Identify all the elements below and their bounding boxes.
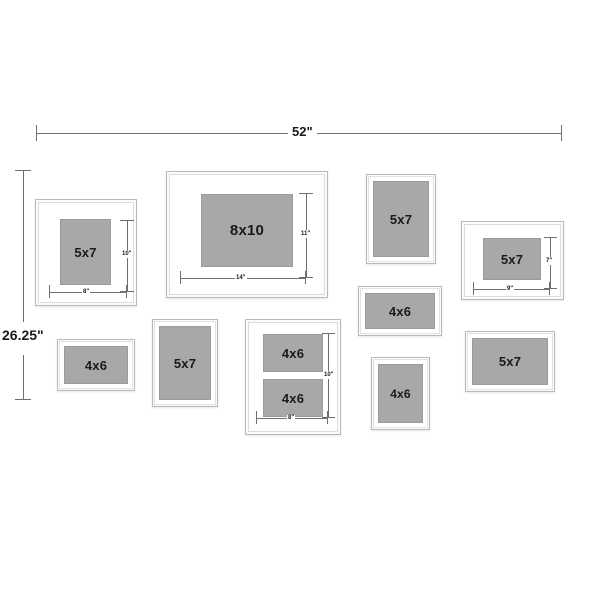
photo-placeholder-top: 4x6 [263, 334, 323, 372]
dim-tick-left [180, 271, 181, 284]
dim-width-label: 8" [287, 415, 296, 421]
frame-4x6-landscape-bottom-left[interactable]: 4x6 [57, 339, 135, 391]
dim-tick-right [549, 282, 550, 295]
dim-tick-bottom [322, 417, 335, 418]
dim-tick-right [305, 271, 306, 284]
dim-tick-bottom [120, 291, 134, 292]
photo-placeholder: 8x10 [201, 194, 293, 267]
dim-tick-right [126, 285, 127, 298]
photo-placeholder: 4x6 [365, 293, 435, 329]
height-dimension-line-upper [23, 170, 24, 322]
frame-4x6-landscape-middle[interactable]: 4x6 [358, 286, 442, 336]
frame-5x7-portrait-matted-left[interactable]: 5x7 10" 8" [35, 199, 137, 306]
dim-height-label: 11" [301, 230, 311, 238]
photo-placeholder-bottom: 4x6 [263, 379, 323, 417]
dim-tick-right [327, 411, 328, 424]
frame-4x6-portrait-bottom[interactable]: 4x6 [371, 357, 430, 430]
dim-tick-left [473, 282, 474, 295]
width-tick-right [561, 125, 562, 141]
frame-5x7-landscape-bottom-right[interactable]: 5x7 [465, 331, 555, 392]
frame-5x7-landscape-matted-right[interactable]: 5x7 7" 9" [461, 221, 564, 300]
dim-width-label: 8" [82, 289, 91, 295]
dim-tick-left [49, 285, 50, 298]
photo-placeholder: 5x7 [483, 238, 541, 280]
photo-placeholder: 4x6 [378, 364, 423, 423]
frame-5x7-portrait-bottom-left[interactable]: 5x7 [152, 319, 218, 407]
dim-tick-left [256, 411, 257, 424]
dim-height-label: 10" [324, 371, 334, 379]
frame-8x10-landscape-matted[interactable]: 8x10 11" 14" [166, 171, 328, 298]
photo-placeholder: 5x7 [373, 181, 429, 257]
photo-placeholder: 5x7 [60, 219, 111, 285]
frame-double-4x6-collage[interactable]: 4x6 4x6 10" 8" [245, 319, 341, 435]
dim-height-label: 7" [546, 257, 553, 265]
overall-width-label: 52" [288, 125, 317, 138]
overall-height-label: 26.25" [2, 327, 44, 343]
dim-tick-bottom [299, 277, 313, 278]
dim-width-label: 14" [235, 275, 247, 281]
dim-height-label: 10" [122, 250, 132, 258]
photo-placeholder: 4x6 [64, 346, 128, 384]
frame-5x7-portrait-top[interactable]: 5x7 [366, 174, 436, 264]
dim-width-label: 9" [506, 286, 515, 292]
photo-placeholder: 5x7 [159, 326, 211, 400]
dim-tick-bottom [544, 288, 557, 289]
photo-placeholder: 5x7 [472, 338, 548, 385]
height-dimension-line-lower [23, 355, 24, 400]
height-tick-bottom [15, 399, 31, 400]
